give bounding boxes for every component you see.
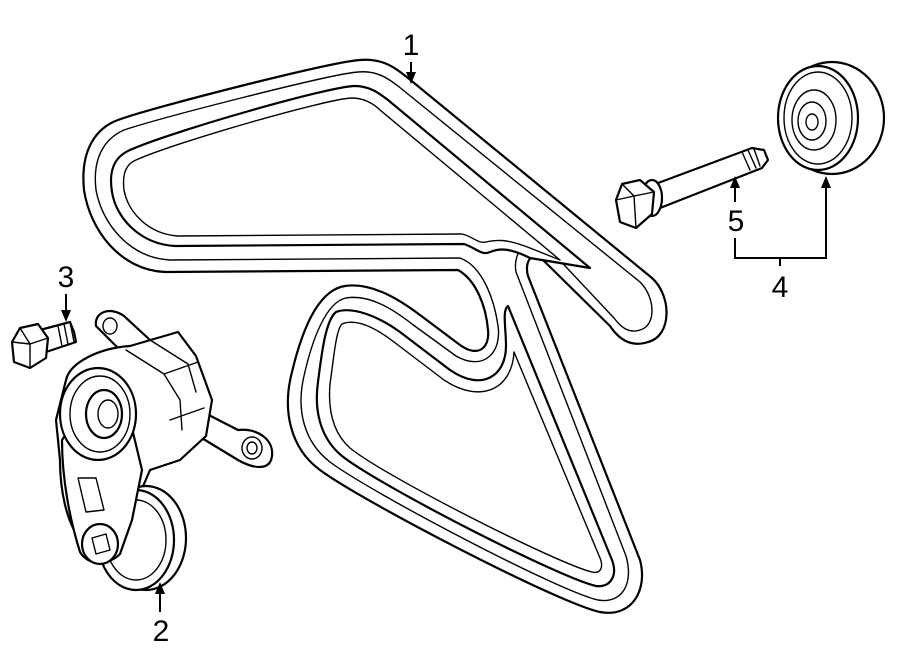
callout-2: 2 (153, 615, 170, 648)
callout-4: 4 (772, 271, 789, 304)
idler-pulley-bolt[interactable] (614, 146, 770, 230)
leader-lines (61, 62, 831, 612)
serpentine-belt[interactable] (82, 58, 668, 614)
tensioner-bolt[interactable] (10, 320, 78, 370)
belt-tensioner-assembly[interactable] (54, 309, 274, 592)
callout-1: 1 (403, 29, 420, 62)
callout-3: 3 (58, 261, 75, 294)
idler-pulley[interactable] (776, 60, 886, 176)
callout-5: 5 (728, 205, 745, 238)
arrow-2 (155, 582, 165, 594)
arrow-3 (61, 310, 71, 322)
arrow-4 (821, 176, 831, 188)
arrow-1 (406, 72, 416, 84)
arrow-5 (730, 176, 740, 188)
